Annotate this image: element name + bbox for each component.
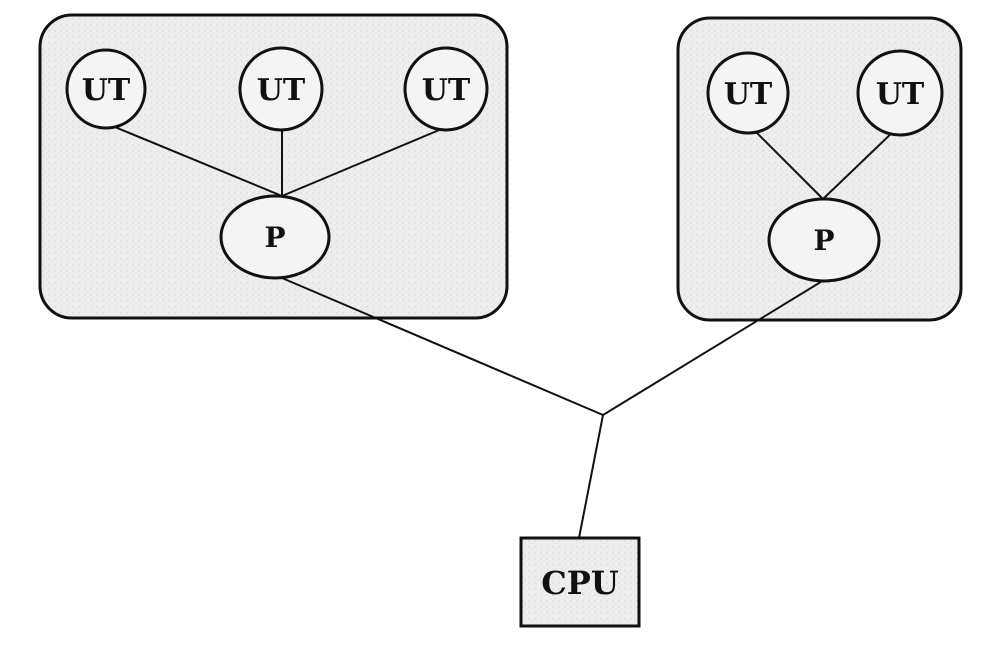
- thread-label: UT: [724, 77, 773, 112]
- process-node: P: [767, 197, 881, 283]
- thread-node: UT: [65, 48, 147, 130]
- thread-node: UT: [403, 46, 489, 132]
- thread-node: UT: [856, 49, 944, 137]
- thread-label: UT: [82, 73, 131, 108]
- process-group-1: [38, 13, 509, 320]
- edge-ut5-p2: [822, 127, 898, 200]
- thread-node: UT: [238, 46, 324, 132]
- thread-node: UT: [706, 51, 790, 135]
- thread-label: UT: [257, 73, 306, 108]
- edge-ut3-p1: [281, 127, 445, 197]
- thread-label: UT: [422, 73, 471, 108]
- edge-p1-junction: [281, 277, 604, 416]
- process-label: P: [813, 224, 834, 257]
- process-node: P: [219, 194, 331, 280]
- edge-ut1-p1: [109, 124, 283, 197]
- process-label: P: [264, 221, 285, 254]
- cpu-box: CPU: [519, 536, 641, 628]
- edge-ut4-p2: [751, 127, 824, 200]
- edge-junction-cpu: [578, 414, 604, 539]
- cpu-label: CPU: [541, 564, 619, 602]
- thread-label: UT: [876, 77, 925, 112]
- edge-p2-junction: [602, 279, 825, 416]
